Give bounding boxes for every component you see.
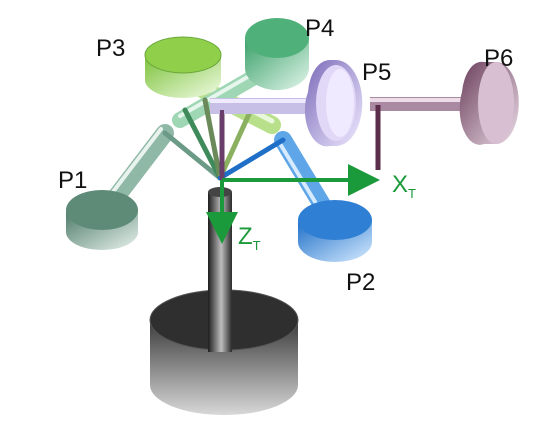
label-p5: P5 xyxy=(362,59,391,86)
label-p4: P4 xyxy=(305,15,334,42)
disc-p6 xyxy=(459,61,519,145)
label-axis-x: XT xyxy=(392,171,416,201)
label-p1: P1 xyxy=(58,167,87,194)
label-p6: P6 xyxy=(484,45,513,72)
label-axis-z-main: Z xyxy=(238,223,253,250)
disc-p5 xyxy=(304,59,363,147)
label-axis-x-sub: T xyxy=(408,186,416,201)
disc-p4 xyxy=(245,18,309,90)
disc-p2 xyxy=(298,200,372,262)
label-p2: P2 xyxy=(346,269,375,296)
arm-p6-rod xyxy=(370,97,488,170)
label-axis-x-main: X xyxy=(392,171,408,198)
label-axis-z: ZT xyxy=(238,223,261,253)
arm-p5-rod xyxy=(210,98,330,150)
disc-p1 xyxy=(66,190,138,250)
label-p3: P3 xyxy=(96,35,125,62)
disc-p3 xyxy=(144,36,222,98)
label-axis-z-sub: T xyxy=(253,238,261,253)
